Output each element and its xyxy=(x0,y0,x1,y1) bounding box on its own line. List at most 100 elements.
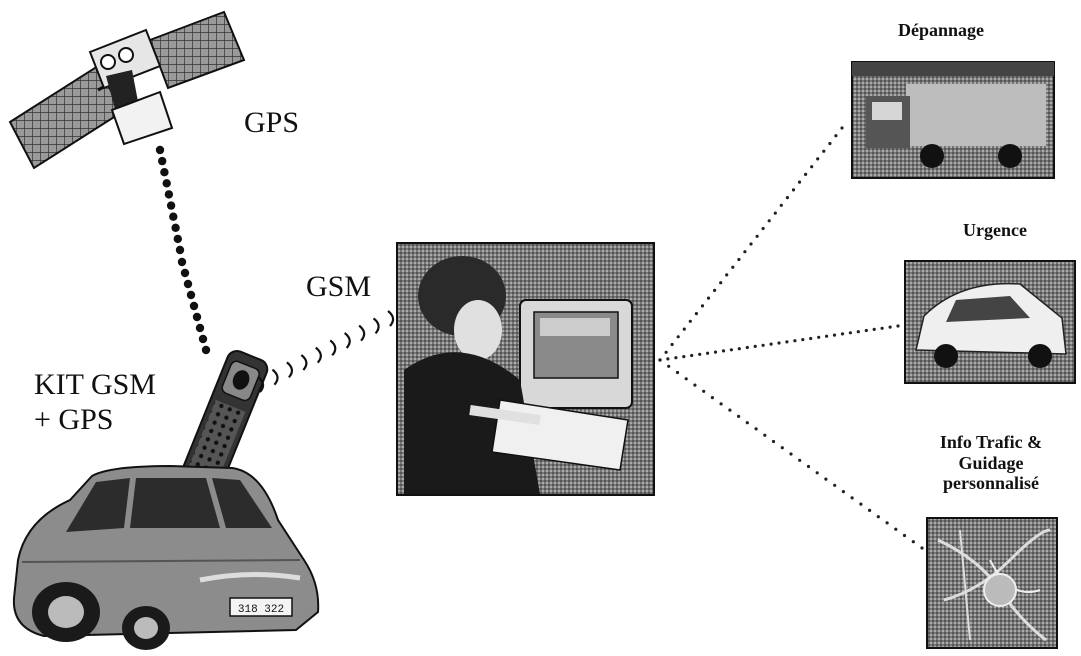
connector-dot xyxy=(171,223,180,232)
connector-dot xyxy=(885,521,889,525)
gsm-wave-arc xyxy=(300,354,308,371)
connector-dot xyxy=(666,357,670,361)
connector-dot xyxy=(195,323,205,333)
connector-dot xyxy=(694,312,699,316)
connector-dot xyxy=(806,464,811,469)
connector-dot xyxy=(700,304,705,308)
connector-dot xyxy=(777,341,781,345)
connector-dot xyxy=(658,358,662,362)
connector-dot xyxy=(183,279,193,289)
connector-dot xyxy=(743,250,747,254)
connector-dot xyxy=(850,496,854,500)
connector-dot xyxy=(675,370,680,375)
gsm-signal-waves xyxy=(257,310,395,393)
car-plate: 318 322 xyxy=(238,604,284,616)
connector-dot xyxy=(682,355,686,359)
connector-dot xyxy=(779,203,783,207)
connector-dot xyxy=(902,533,907,538)
connector-dot xyxy=(749,242,753,246)
connector-dot xyxy=(880,326,884,330)
connector-dot xyxy=(710,396,715,400)
connector-dot xyxy=(828,141,832,146)
tow-truck-photo xyxy=(851,61,1055,179)
connector-dot xyxy=(693,383,697,387)
connector-dot xyxy=(745,345,749,350)
traffic-map-photo xyxy=(926,517,1058,649)
connector-dot xyxy=(706,351,710,355)
connector-dot xyxy=(798,458,802,462)
connector-dot xyxy=(832,333,837,337)
gsm-phone-icon xyxy=(177,349,269,501)
connector-dot xyxy=(164,190,174,199)
connector-dot xyxy=(702,389,706,393)
connector-dot xyxy=(719,281,723,285)
connector-dot xyxy=(166,201,176,210)
connector-dot xyxy=(719,402,723,406)
connector-dot xyxy=(888,325,892,329)
connector-dot xyxy=(868,508,872,512)
connector-dot xyxy=(754,427,758,431)
connector-dot xyxy=(158,156,167,166)
connector-dot xyxy=(192,312,202,322)
connector-dot xyxy=(721,349,726,353)
connector-dot xyxy=(173,234,182,244)
connector-dot xyxy=(896,324,900,328)
connector-dot xyxy=(773,211,777,215)
connector-dot xyxy=(745,421,749,425)
gsm-wave-arc xyxy=(329,339,337,357)
connector-dot xyxy=(841,490,846,494)
connector-dot xyxy=(810,165,814,169)
gps-signal-dots xyxy=(155,145,211,355)
gps-label: GPS xyxy=(244,106,300,139)
operator-photo xyxy=(396,242,655,496)
connector-dot xyxy=(840,332,845,336)
connector-dot xyxy=(737,257,741,262)
car-icon: 318 322 xyxy=(12,464,320,650)
connector-dot xyxy=(160,168,169,177)
connector-dot xyxy=(834,134,838,138)
connector-dot xyxy=(737,347,741,351)
urgence-label: Urgence xyxy=(963,220,1027,240)
connector-dot xyxy=(859,502,863,506)
connector-dot xyxy=(189,301,199,311)
connector-dot xyxy=(769,342,773,346)
connector-dot xyxy=(767,219,771,223)
connector-dot xyxy=(785,340,789,344)
gsm-label: GSM xyxy=(306,270,372,303)
kit-label: KIT GSM + GPS xyxy=(34,368,156,436)
info-trafic-label: Info Trafic & Guidage personnalisé xyxy=(939,432,1043,494)
connector-dot xyxy=(713,288,717,292)
connector-dot xyxy=(682,327,686,331)
connector-dot xyxy=(753,344,757,348)
connector-dot xyxy=(713,350,718,354)
connector-dot xyxy=(177,257,187,267)
connector-dot xyxy=(201,345,211,355)
connector-dot xyxy=(761,343,765,347)
connector-dot xyxy=(755,234,759,238)
connector-dot xyxy=(162,179,171,188)
gsm-wave-arc xyxy=(271,368,279,386)
connector-dot xyxy=(824,477,828,481)
gsm-wave-arc xyxy=(315,346,322,364)
connector-dot xyxy=(771,439,776,444)
connector-dot xyxy=(725,273,729,277)
connector-dot xyxy=(670,342,674,347)
emergency-car-photo xyxy=(904,260,1076,384)
connector-dot xyxy=(822,149,826,153)
connector-dot xyxy=(169,212,178,221)
connector-dot xyxy=(816,157,820,161)
connector-dot xyxy=(833,483,837,487)
connector-dot xyxy=(920,546,924,550)
connector-dot xyxy=(664,350,668,354)
gsm-wave-arc xyxy=(358,324,366,342)
satellite-icon xyxy=(8,10,246,170)
gsm-wave-arc xyxy=(372,317,380,335)
connector-dot xyxy=(684,377,688,381)
connector-dot xyxy=(688,319,692,323)
connector-dot xyxy=(797,180,802,184)
connector-dot xyxy=(186,290,196,300)
connector-dot xyxy=(785,196,790,200)
gsm-wave-arc xyxy=(257,376,265,393)
